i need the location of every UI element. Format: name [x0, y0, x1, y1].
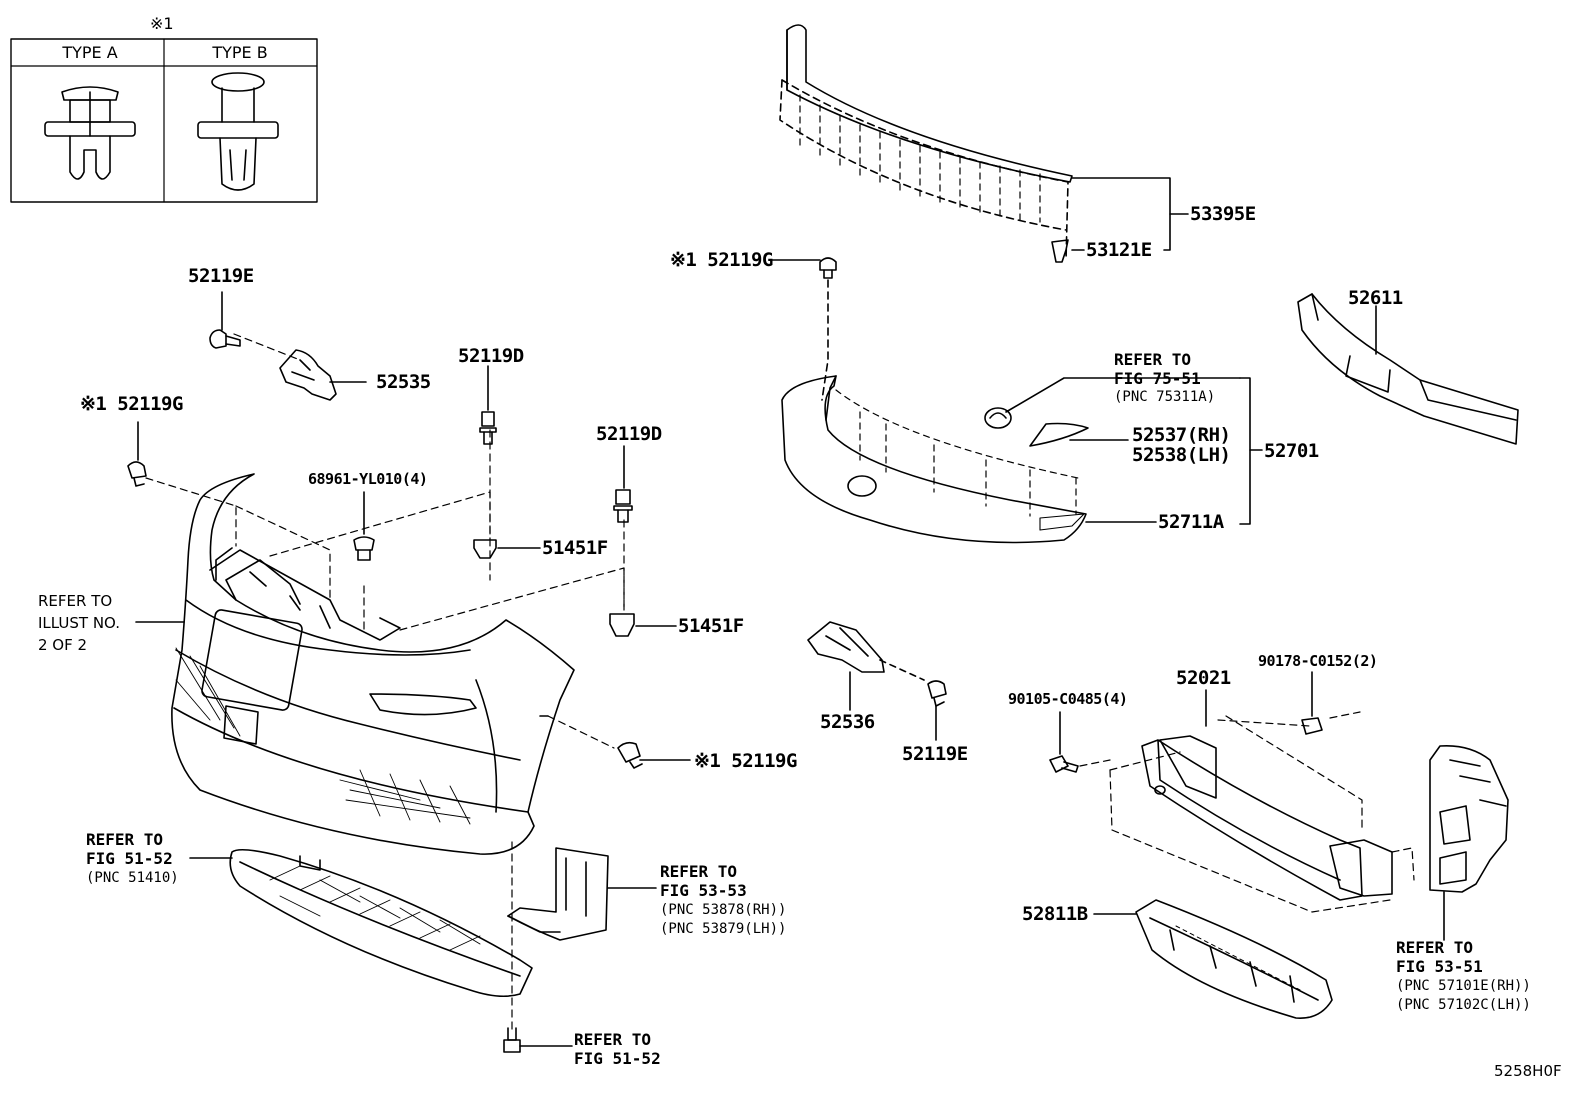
clip-type-b-drawing: [197, 72, 279, 191]
bolt-90105-drawing: [1049, 755, 1079, 773]
part-label-52119D-b: 52119D: [596, 423, 662, 445]
energy-absorber-52611: [1297, 293, 1519, 445]
part-label-52119G-top: ※1 52119G: [670, 249, 773, 271]
refer-fig-75-51-line2: FIG 75-51: [1114, 369, 1201, 388]
refer-fig-75-51-line1: REFER TO: [1114, 350, 1192, 369]
emblem-drawing: [984, 407, 1012, 429]
refer-illust-line3: 2 OF 2: [38, 636, 88, 654]
refer-fig-51-52-bottom-line1: REFER TO: [574, 1030, 652, 1049]
clip-type-legend-box: [10, 38, 318, 203]
part-label-90105: 90105-C0485(4): [1008, 690, 1128, 708]
clip-53121E-drawing: [1051, 239, 1069, 263]
nut-90178-drawing: [1301, 717, 1323, 735]
refer-fig-53-53-pnc-lh: (PNC 53879(LH)): [660, 921, 787, 937]
bracket-52535-drawing: [279, 349, 337, 401]
fender-liner-bracket-drawing: [507, 847, 609, 941]
refer-fig-51-52-top-pnc: (PNC 51410): [86, 870, 179, 886]
refer-fig-53-51-line1: REFER TO: [1396, 938, 1474, 957]
legend-type-b-heading: TYPE B: [212, 43, 268, 62]
front-side-member-drawing: [1429, 744, 1509, 893]
part-label-52711A: 52711A: [1158, 511, 1224, 533]
refer-illust-line2: ILLUST NO.: [38, 614, 121, 632]
figure-code: 5258H0F: [1494, 1062, 1562, 1080]
garnish-52537-drawing: [1029, 422, 1089, 447]
screw-52119E-top-drawing: [209, 329, 241, 349]
part-label-52536: 52536: [820, 711, 875, 733]
part-label-52535: 52535: [376, 371, 431, 393]
part-label-52119G-mid: ※1 52119G: [694, 750, 797, 772]
part-label-52538: 52538(LH): [1132, 444, 1231, 466]
refer-fig-53-53-line2: FIG 53-53: [660, 881, 747, 900]
refer-fig-51-52-top-line1: REFER TO: [86, 830, 164, 849]
refer-illust-line1: REFER TO: [38, 592, 113, 610]
part-label-52811B: 52811B: [1022, 903, 1088, 925]
bolt-52119D-b-drawing: [613, 489, 633, 523]
refer-fig-53-53-pnc-rh: (PNC 53878(RH)): [660, 902, 787, 918]
screw-52119E-mid-drawing: [927, 680, 947, 707]
legend-type-a-heading: TYPE A: [62, 43, 118, 62]
bracket-52536-drawing: [807, 621, 885, 673]
lower-grille-52811B: [1135, 899, 1333, 1019]
radiator-grille-strip-53395E: [779, 24, 1073, 261]
refer-fig-53-51-line2: FIG 53-51: [1396, 957, 1483, 976]
part-label-52119E-mid: 52119E: [902, 743, 968, 765]
refer-fig-75-51-pnc: (PNC 75311A): [1114, 389, 1216, 405]
clip-52119G-left-drawing: [127, 461, 147, 487]
legend-symbol: ※1: [150, 14, 174, 33]
clip-52119G-top-drawing: [819, 257, 837, 279]
nut-51451F-a-drawing: [473, 539, 497, 559]
part-label-52021: 52021: [1176, 667, 1231, 689]
part-label-51451F-b: 51451F: [678, 615, 744, 637]
part-label-52537: 52537(RH): [1132, 424, 1231, 446]
front-bumper-cover-drawing: [171, 473, 575, 855]
engine-under-cover-drawing: [229, 848, 533, 998]
part-label-51451F-a: 51451F: [542, 537, 608, 559]
nut-68961-drawing: [353, 536, 375, 561]
refer-fig-51-52-bottom-line2: FIG 51-52: [574, 1049, 661, 1068]
bumper-reinforcement-52021: [1141, 735, 1393, 901]
refer-fig-53-51-pnc-rh: (PNC 57101E(RH)): [1396, 978, 1531, 994]
part-label-53395E: 53395E: [1190, 203, 1256, 225]
clip-type-a-drawing: [44, 86, 136, 180]
part-label-52119D-a: 52119D: [458, 345, 524, 367]
nut-51451F-b-drawing: [609, 613, 635, 637]
bumper-lower-cover-52701: [781, 375, 1087, 544]
part-label-52611: 52611: [1348, 287, 1403, 309]
clip-52119G-mid-drawing: [617, 741, 643, 769]
part-label-52701: 52701: [1264, 440, 1319, 462]
part-label-90178: 90178-C0152(2): [1258, 652, 1378, 670]
part-label-53121E: 53121E: [1086, 239, 1152, 261]
refer-fig-53-51-pnc-lh: (PNC 57102C(LH)): [1396, 997, 1531, 1013]
part-label-68961: 68961-YL010(4): [308, 470, 428, 488]
bolt-bottom-drawing: [503, 1027, 521, 1053]
refer-fig-53-53-line1: REFER TO: [660, 862, 738, 881]
part-label-52119E-top: 52119E: [188, 265, 254, 287]
bolt-52119D-a-drawing: [479, 411, 497, 445]
refer-fig-51-52-top-line2: FIG 51-52: [86, 849, 173, 868]
part-label-52119G-left: ※1 52119G: [80, 393, 183, 415]
